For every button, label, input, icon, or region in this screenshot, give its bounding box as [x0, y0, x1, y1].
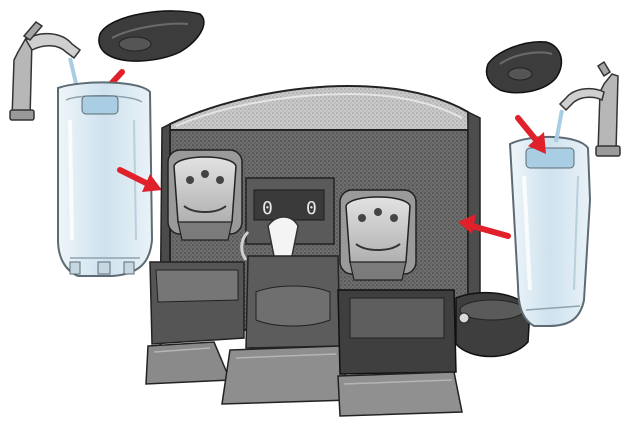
display-left-digit: 0 [262, 198, 273, 219]
cup-rest-right [338, 372, 462, 416]
water-tank-right-icon [510, 137, 590, 326]
tank-lid-right-icon [487, 42, 562, 93]
coffee-machine-icon: 0 0 [146, 86, 530, 416]
display-right-digit: 0 [306, 198, 317, 219]
cup-rest-left [146, 342, 230, 384]
brew-head-right [340, 190, 416, 280]
brew-head-left [168, 150, 242, 240]
tank-lid-left-icon [99, 11, 204, 61]
